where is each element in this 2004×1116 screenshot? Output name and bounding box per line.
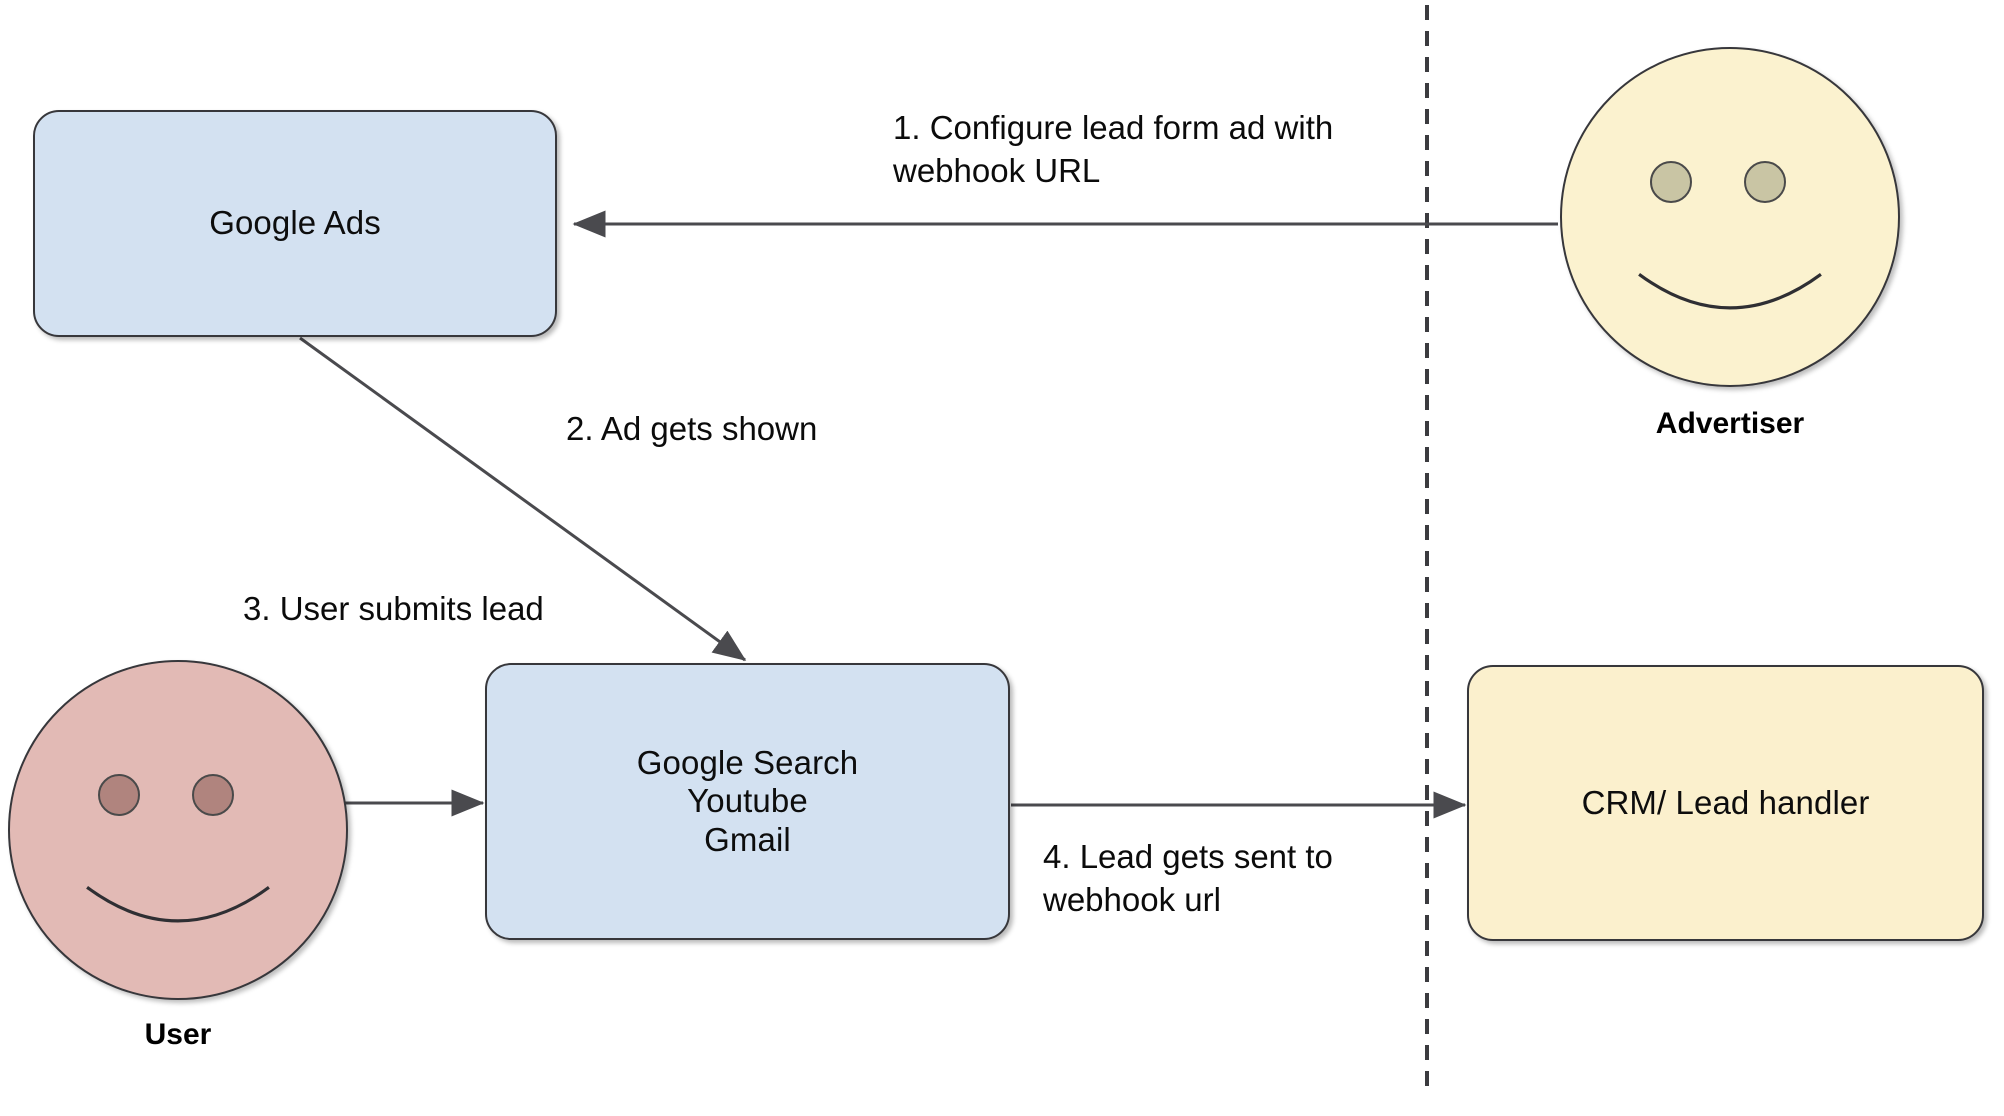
- user-smiley-face-icon: [8, 660, 348, 1000]
- node-google-properties[interactable]: Google Search Youtube Gmail: [485, 663, 1010, 940]
- node-google-ads[interactable]: Google Ads: [33, 110, 557, 337]
- node-google-ads-label: Google Ads: [209, 204, 381, 242]
- actor-advertiser-label: Advertiser: [1655, 407, 1805, 440]
- actor-user[interactable]: User: [8, 660, 348, 1051]
- user-right-eye-icon: [192, 774, 234, 816]
- user-left-eye-icon: [98, 774, 140, 816]
- advertiser-right-eye-icon: [1744, 161, 1786, 203]
- node-google-properties-label: Google Search Youtube Gmail: [636, 744, 859, 858]
- actor-user-label: User: [144, 1018, 212, 1051]
- actor-advertiser[interactable]: Advertiser: [1560, 47, 1900, 440]
- step-4-label: 4. Lead gets sent to webhook url: [1043, 838, 1333, 918]
- step-3-label: 3. User submits lead: [243, 590, 544, 627]
- step-1-label: 1. Configure lead form ad with webhook U…: [893, 109, 1334, 189]
- node-crm-lead-handler-label: CRM/ Lead handler: [1581, 783, 1870, 821]
- user-smile-icon: [86, 886, 270, 923]
- advertiser-smiley-face-icon: [1560, 47, 1900, 387]
- advertiser-smile-icon: [1638, 273, 1822, 310]
- step-2-label: 2. Ad gets shown: [566, 410, 818, 447]
- node-crm-lead-handler[interactable]: CRM/ Lead handler: [1467, 665, 1984, 941]
- advertiser-left-eye-icon: [1650, 161, 1692, 203]
